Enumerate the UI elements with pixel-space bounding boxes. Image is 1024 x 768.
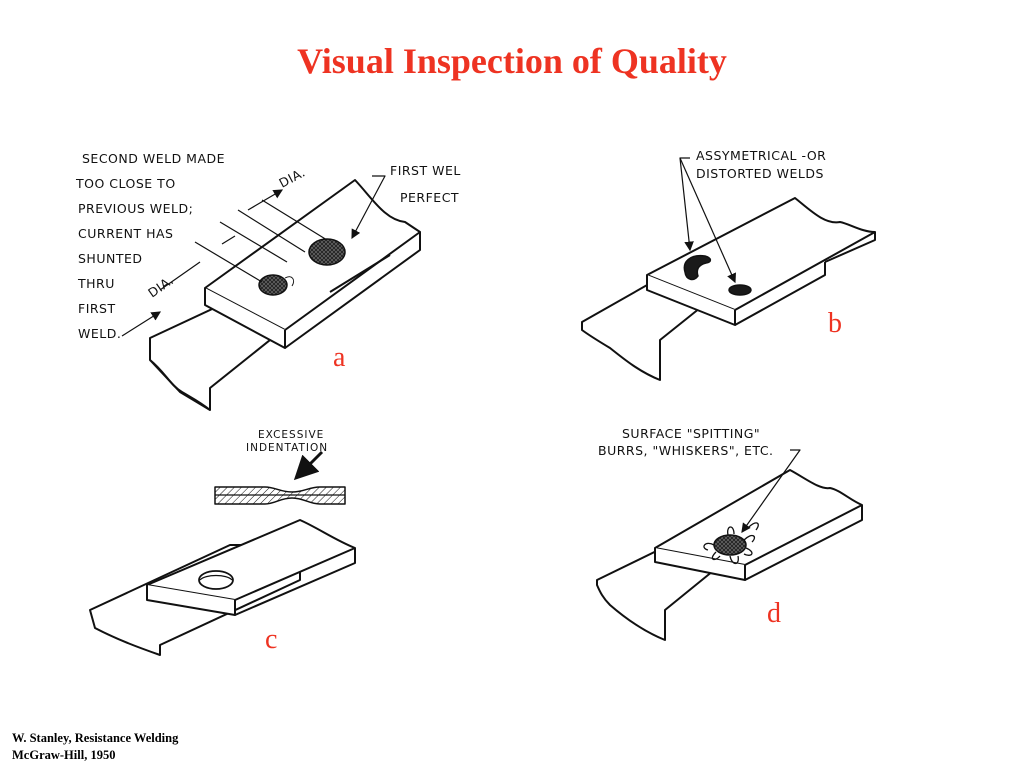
spitting-weld bbox=[713, 534, 747, 556]
distorted-weld-2 bbox=[728, 284, 752, 296]
upper-plate-d bbox=[654, 469, 863, 566]
panel-b-labels: ASSYMETRICAL -OR DISTORTED WELDS bbox=[696, 148, 826, 181]
panel-c-drawing bbox=[89, 450, 356, 656]
label-d-line-1: SURFACE "SPITTING" bbox=[622, 426, 760, 441]
upper-plate-c bbox=[146, 519, 356, 601]
label-a-line-6: THRU bbox=[77, 276, 115, 291]
label-dia-lower: DIA. bbox=[145, 272, 176, 300]
label-first-weld-line-2: PERFECT bbox=[400, 190, 459, 205]
panel-a-drawing bbox=[121, 175, 421, 411]
distorted-weld-1 bbox=[683, 254, 712, 281]
whiskers bbox=[703, 522, 759, 565]
panel-letter-b: b bbox=[828, 308, 842, 339]
label-a-line-1: SECOND WELD MADE bbox=[82, 151, 225, 166]
panel-d-drawing bbox=[596, 449, 863, 641]
label-a-line-3: PREVIOUS WELD; bbox=[78, 201, 193, 216]
label-a-line-8: WELD. bbox=[78, 326, 121, 341]
first-weld bbox=[308, 238, 346, 266]
upper-plate-b bbox=[646, 197, 876, 311]
panel-b-drawing bbox=[581, 157, 876, 381]
panel-letter-a: a bbox=[333, 342, 346, 373]
label-b-line-1: ASSYMETRICAL -OR bbox=[696, 148, 826, 163]
label-a-line-7: FIRST bbox=[78, 301, 116, 316]
second-weld bbox=[258, 274, 288, 296]
panel-d-labels: SURFACE "SPITTING" BURRS, "WHISKERS", ET… bbox=[598, 426, 774, 458]
panel-letter-d: d bbox=[767, 598, 781, 629]
label-c-line-1: EXCESSIVE bbox=[258, 429, 324, 441]
label-d-line-2: BURRS, "WHISKERS", ETC. bbox=[598, 443, 774, 458]
label-dia-upper: DIA. bbox=[276, 164, 307, 190]
citation: W. Stanley, Resistance Welding McGraw-Hi… bbox=[12, 730, 178, 764]
label-first-weld-line-1: FIRST WEL bbox=[390, 163, 461, 178]
citation-line-2: McGraw-Hill, 1950 bbox=[12, 748, 116, 762]
label-b-line-2: DISTORTED WELDS bbox=[696, 166, 824, 181]
citation-line-1: W. Stanley, Resistance Welding bbox=[12, 731, 179, 745]
label-c-line-2: INDENTATION bbox=[246, 442, 328, 454]
label-a-line-5: SHUNTED bbox=[78, 251, 143, 266]
indented-weld bbox=[198, 570, 234, 590]
page-title: Visual Inspection of Quality bbox=[297, 41, 727, 81]
label-a-line-4: CURRENT HAS bbox=[78, 226, 174, 241]
panel-c-labels: EXCESSIVE INDENTATION bbox=[246, 429, 328, 454]
label-a-line-2: TOO CLOSE TO bbox=[75, 176, 176, 191]
panel-letter-c: c bbox=[265, 624, 278, 655]
